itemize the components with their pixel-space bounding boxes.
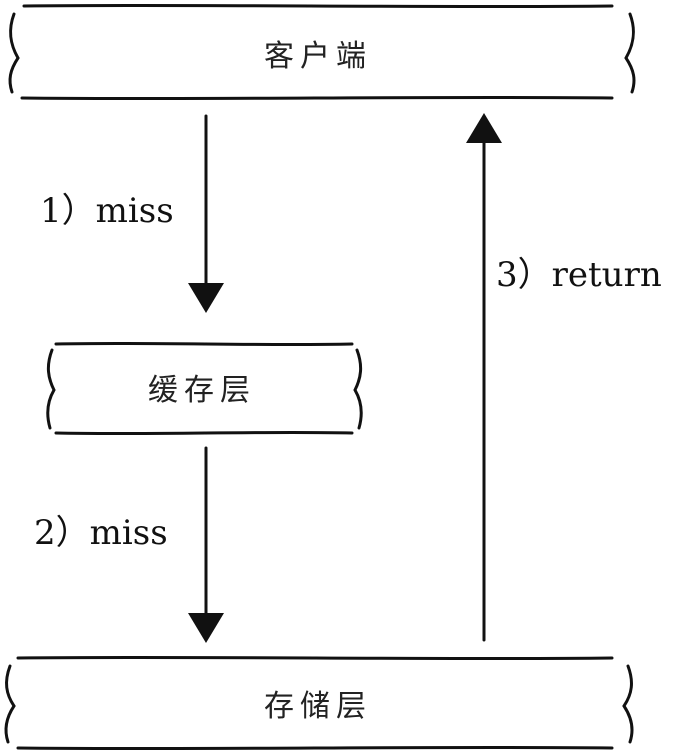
edge-client-to-cache: 1）miss bbox=[40, 114, 224, 313]
storage-right-bracket bbox=[622, 664, 634, 744]
client-node: 客户端 bbox=[8, 3, 636, 101]
client-label: 客户端 bbox=[264, 39, 372, 74]
edge-label-3: 3）return bbox=[496, 255, 662, 295]
storage-node: 存储层 bbox=[4, 655, 634, 751]
cache-node: 缓存层 bbox=[46, 341, 363, 436]
edge-storage-to-client: 3）return bbox=[466, 113, 662, 642]
cache-right-bracket bbox=[353, 348, 363, 430]
storage-top-border bbox=[16, 655, 614, 661]
client-right-bracket bbox=[624, 12, 636, 94]
storage-label: 存储层 bbox=[264, 689, 372, 724]
storage-left-bracket bbox=[4, 664, 16, 744]
storage-bottom-border bbox=[16, 745, 614, 751]
edge-cache-to-storage: 2）miss bbox=[34, 446, 224, 643]
client-bottom-border bbox=[20, 95, 614, 101]
client-top-border bbox=[22, 3, 614, 9]
cache-top-border bbox=[54, 341, 354, 347]
client-left-bracket bbox=[8, 12, 20, 94]
cache-label: 缓存层 bbox=[148, 373, 256, 408]
cache-left-bracket bbox=[46, 348, 56, 430]
edge-label-2: 2）miss bbox=[34, 513, 168, 553]
cache-bottom-border bbox=[54, 430, 354, 436]
edge-label-1: 1）miss bbox=[40, 191, 174, 231]
